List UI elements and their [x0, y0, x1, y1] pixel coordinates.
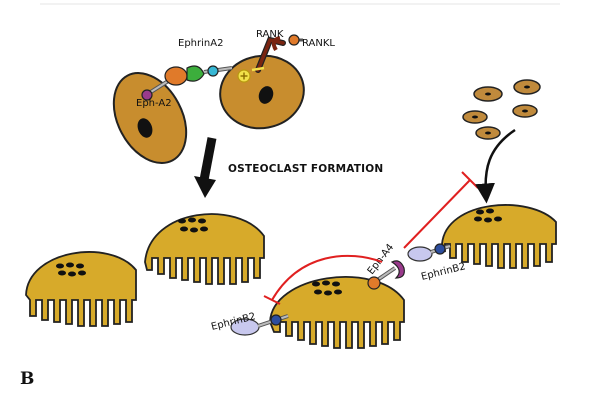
precursor-cell-2	[513, 79, 541, 95]
ephA4-orange-icon	[367, 276, 381, 290]
osteoclast-front-nuclei	[312, 280, 342, 296]
ephrinB2-left-anchor-icon	[270, 314, 282, 326]
osteoclast-middle-nuclei	[178, 217, 208, 233]
precursor-cell-1	[473, 86, 503, 102]
ephA2-label: Eph-A2	[136, 98, 172, 109]
precursor-cell-5	[475, 126, 501, 140]
ephrinA2-label: EphrinA2	[178, 38, 223, 49]
rankl-ligand	[288, 34, 303, 46]
ephrinB2-right-label: EphrinB2	[420, 261, 467, 283]
rank-label: RANK	[256, 29, 284, 40]
osteoclast-formation-arrow	[194, 137, 217, 198]
ephA2-anchor-icon	[141, 89, 153, 101]
precursor-cells	[462, 79, 541, 140]
osteoclast-right-nuclei	[474, 208, 502, 223]
left-precursor-cell	[112, 72, 188, 164]
left-cell-nucleus	[137, 118, 153, 138]
osteoclast-left-nuclei	[56, 262, 86, 277]
ephA4-purple-icon	[390, 260, 405, 279]
activation-plus-icon	[237, 66, 265, 83]
right-cell-nucleus	[258, 86, 274, 104]
ephA2-head-icon	[164, 66, 188, 86]
fusion-arrow	[475, 128, 516, 204]
osteoclast-middle	[144, 213, 265, 285]
ephrinA2-ligand	[186, 65, 233, 82]
ephrinB2-right-head-icon	[407, 246, 433, 262]
osteoclast-left	[25, 251, 137, 327]
rankl-icon	[288, 34, 300, 46]
ephrinB2-right-ligand	[407, 243, 451, 262]
rankl-label: RANKL	[302, 38, 335, 49]
rank-receptor	[255, 36, 286, 73]
precursor-cell-4	[512, 104, 538, 118]
osteoclast-front	[269, 276, 405, 349]
ephrinA2-anchor-icon	[207, 65, 219, 77]
inhibition-arrow-left	[263, 254, 383, 305]
ephA4-receptor	[367, 260, 405, 290]
panel-label: B	[20, 369, 34, 389]
ephrinB2-left-ligand	[230, 314, 289, 336]
precursor-cell-3	[462, 110, 488, 124]
osteoclast-formation-label: OSTEOCLAST FORMATION	[228, 163, 383, 175]
osteoclast-right	[441, 204, 557, 269]
ephrinB2-right-anchor-icon	[434, 243, 446, 255]
